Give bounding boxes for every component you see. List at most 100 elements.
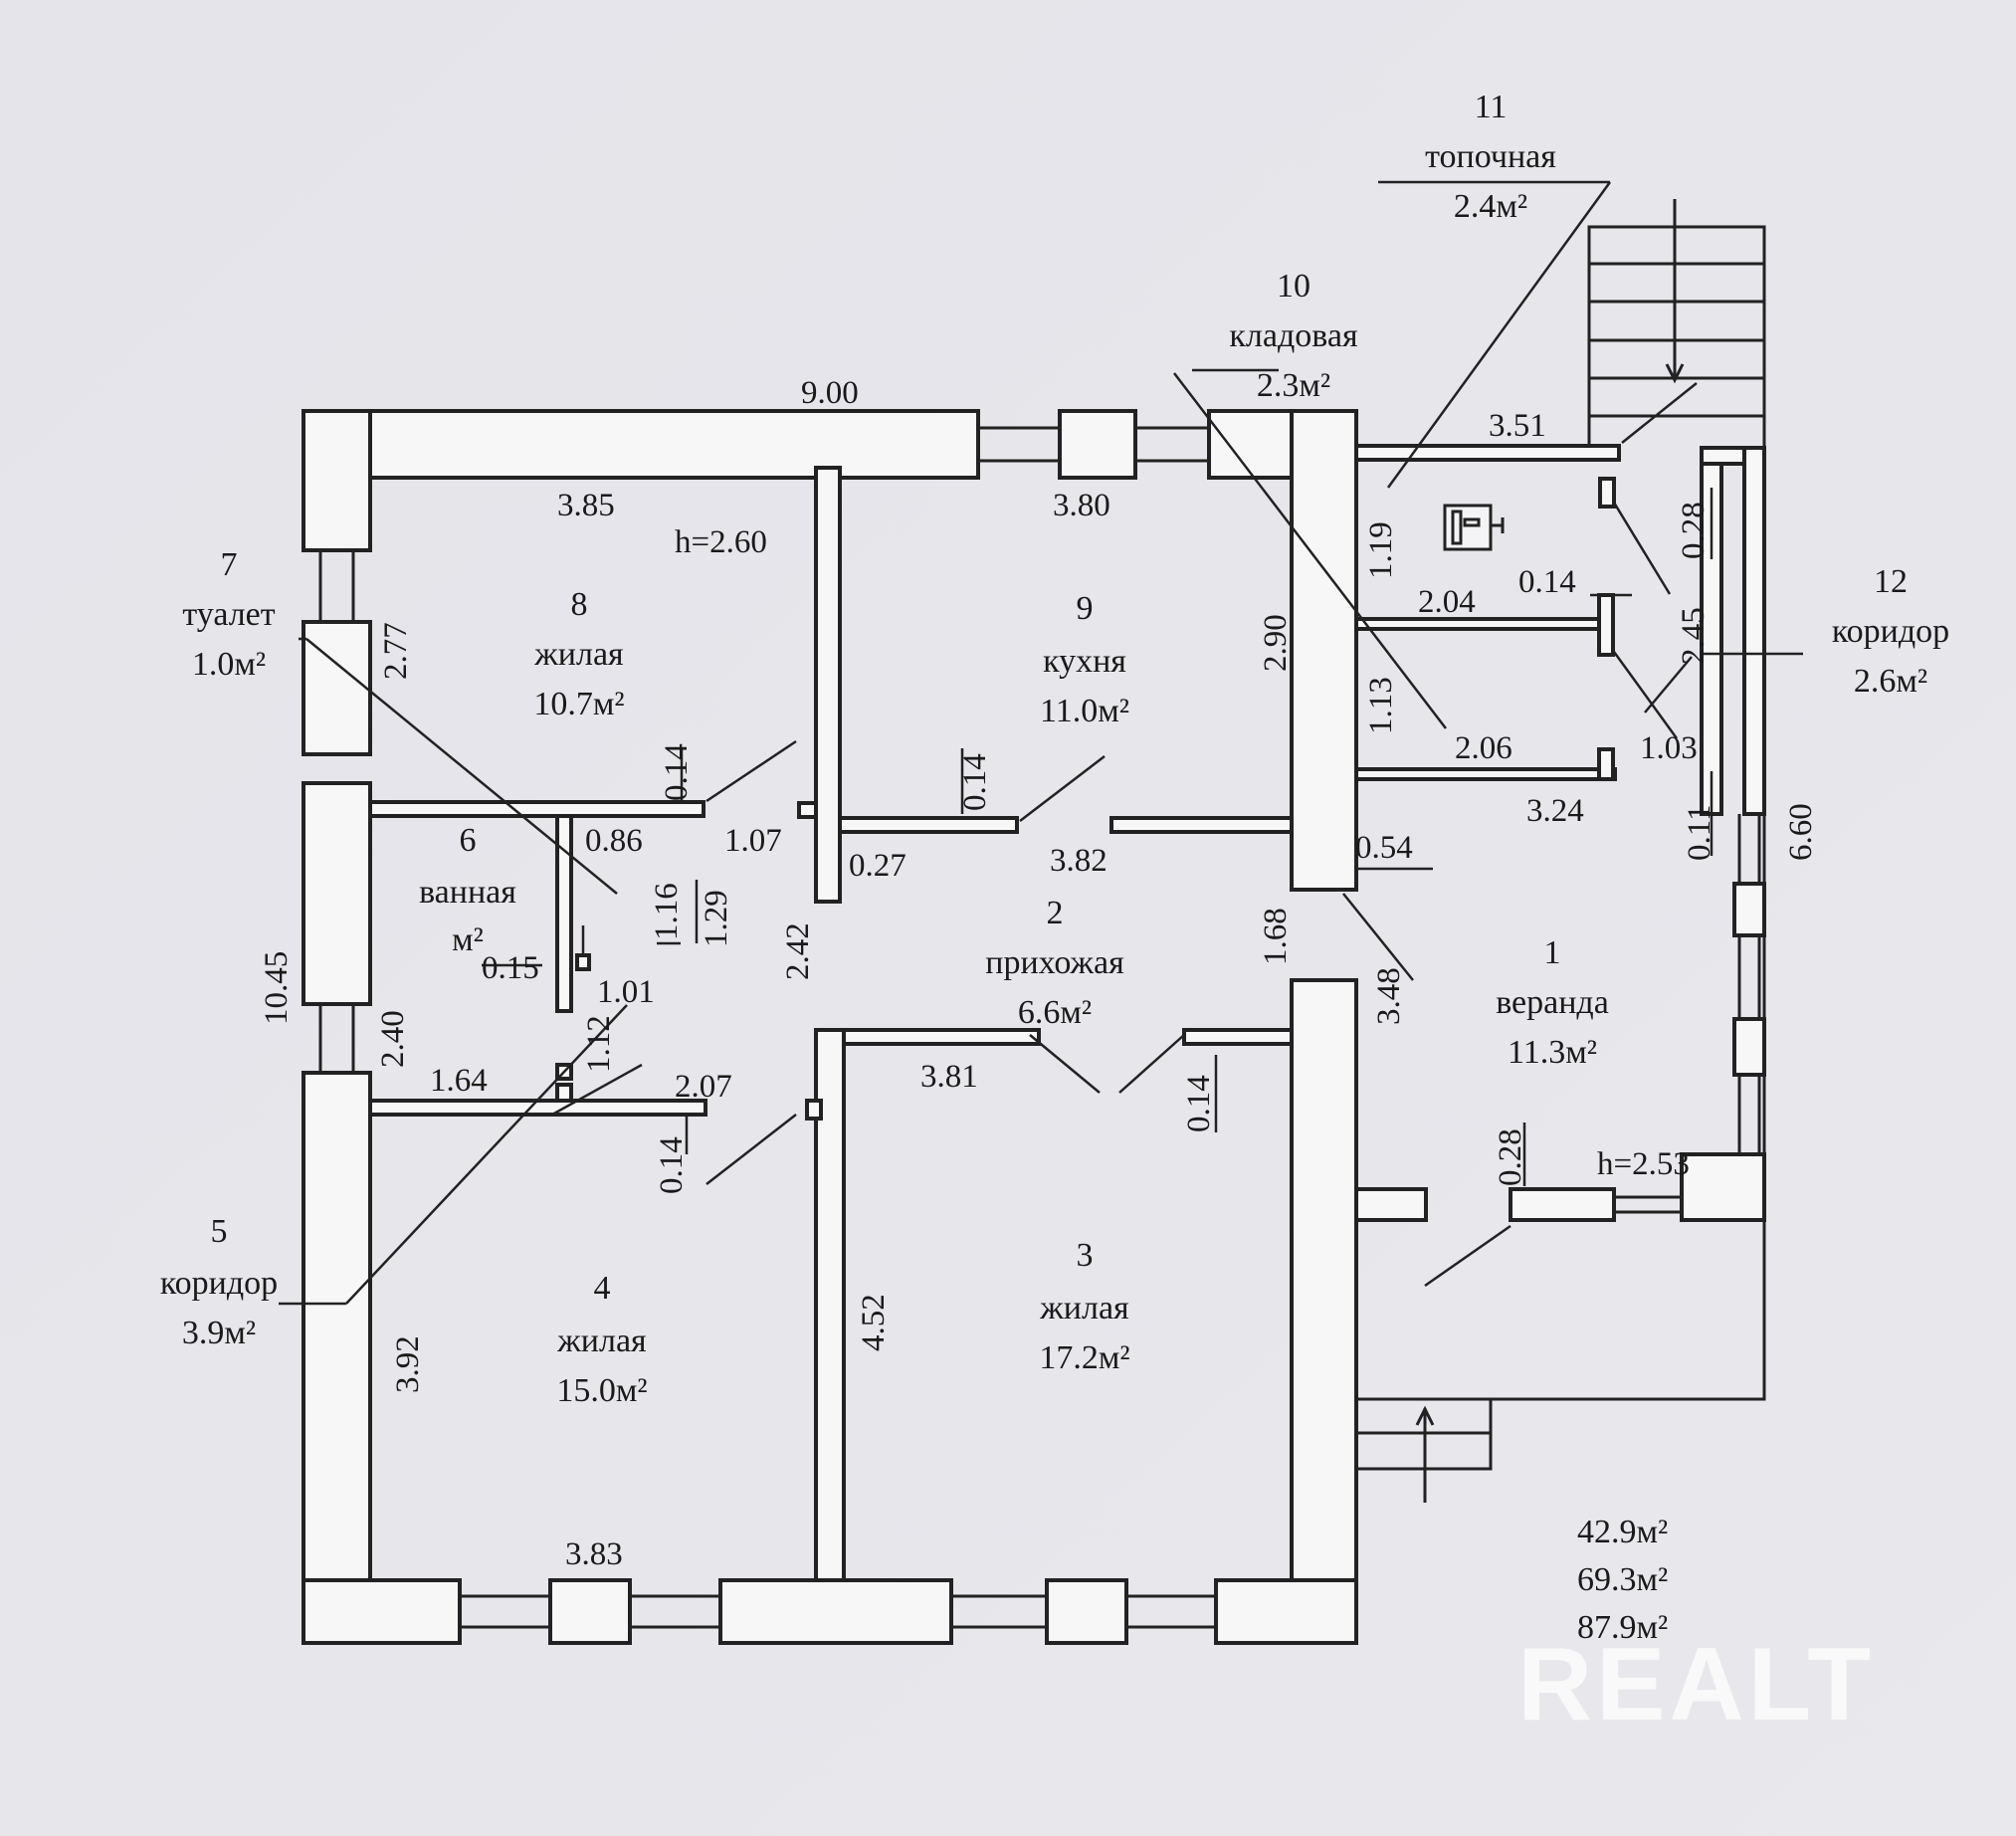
room-6-number: 6 (460, 822, 477, 859)
room-9-area: 11.0м² (1040, 693, 1129, 729)
partition-3b (1182, 1028, 1294, 1046)
room-3-area: 17.2м² (1039, 1339, 1129, 1376)
fixture-c (555, 1083, 573, 1103)
room-7-name: туалет (182, 596, 275, 633)
dim-2-45: 2.45 (1676, 607, 1712, 665)
dim-2-77: 2.77 (378, 622, 414, 680)
room-12-name: коридор (1832, 613, 1949, 650)
dim-3-83: 3.83 (565, 1536, 623, 1572)
room-1-area: 11.3м² (1508, 1034, 1597, 1071)
room-4: 4 жилая 15.0м² (556, 1270, 647, 1409)
room-3-number: 3 (1077, 1237, 1094, 1274)
dim-3-92: 3.92 (390, 1335, 426, 1393)
dim-1-01: 1.01 (597, 974, 655, 1010)
room-11-area: 2.4м² (1454, 188, 1527, 225)
dim-1-29: 1.29 (699, 890, 734, 947)
partition-3a (842, 1028, 1041, 1046)
dim-0-54: 0.54 (1355, 830, 1413, 866)
wall-left-bottom (302, 1071, 372, 1645)
room-1-name: веранда (1496, 984, 1609, 1021)
dim-2-42: 2.42 (780, 922, 816, 980)
room-3-name: жилая (1039, 1290, 1129, 1326)
dim-h-2-60: h=2.60 (675, 524, 767, 560)
room-labels: 1 веранда 11.3м² 2 прихожая 6.6м² 3 жила… (160, 89, 1949, 1409)
room-3: 3 жилая 17.2м² (1039, 1237, 1129, 1376)
dim-2-40: 2.40 (375, 1010, 411, 1068)
dim-1-13: 1.13 (1363, 677, 1399, 734)
wall-bottom-left (302, 1578, 462, 1645)
fixture-e (805, 1099, 823, 1121)
total-area-all: 87.9м² (1577, 1609, 1668, 1646)
room-2: 2 прихожая 6.6м² (985, 895, 1124, 1031)
partition-kitchen-b (1109, 816, 1294, 834)
room-4-area: 15.0м² (556, 1372, 647, 1409)
wall-bottom-pier2 (1045, 1578, 1128, 1645)
room-11-name: топочная (1425, 138, 1556, 175)
room-10-number: 10 (1277, 268, 1310, 305)
dim-0-28-b: 0.28 (1493, 1128, 1528, 1186)
room-7: 7 туалет 1.0м² (182, 546, 275, 683)
dim-0-15: 0.15 (482, 950, 539, 986)
dim-h-2-53: h=2.53 (1597, 1146, 1690, 1182)
total-area-general: 69.3м² (1577, 1561, 1668, 1598)
dim-0-28-a: 0.28 (1676, 502, 1712, 559)
wall-veranda-top (1354, 444, 1621, 462)
wall-veranda-right-top (1742, 446, 1766, 816)
dim-4-52: 4.52 (856, 1294, 892, 1351)
wall-pantry-top (1354, 617, 1604, 631)
stair-stub (1598, 477, 1616, 509)
veranda-pier-1 (1732, 882, 1766, 937)
dim-0-86: 0.86 (585, 823, 643, 859)
boiler-icon (1443, 504, 1505, 551)
dim-0-14-b: 0.14 (659, 743, 695, 801)
room-2-area: 6.6м² (1018, 994, 1092, 1031)
room-5-number: 5 (211, 1213, 228, 1250)
room-9: 9 кухня 11.0м² (1040, 590, 1129, 729)
room-9-number: 9 (1077, 590, 1094, 627)
dim-10-45: 10.45 (259, 951, 295, 1025)
veranda-bottom-pier (1509, 1187, 1616, 1222)
room-1: 1 веранда 11.3м² (1496, 934, 1609, 1071)
room-6-name: ванная (419, 874, 516, 911)
veranda-corner (1680, 1152, 1766, 1222)
windows (318, 426, 1761, 1629)
fixture-d (797, 801, 818, 819)
room-8-area: 10.7м² (533, 686, 624, 722)
room-7-area: 1.0м² (192, 646, 266, 683)
wall-bottom-mid (718, 1578, 953, 1645)
area-totals: 42.9м² 69.3м² 87.9м² (1577, 1514, 1668, 1646)
room-12-number: 12 (1874, 563, 1908, 600)
pantry-stub-1 (1597, 593, 1615, 657)
wall-bottom-pier1 (548, 1578, 632, 1645)
wall-right-lower (1290, 978, 1358, 1645)
dim-3-85: 3.85 (557, 488, 615, 523)
wall-bottom-right (1214, 1578, 1358, 1645)
dim-1-19: 1.19 (1363, 521, 1399, 579)
room-8-name: жилая (533, 636, 624, 673)
room-12: 12 коридор 2.6м² (1832, 563, 1949, 700)
wall-right-upper (1290, 409, 1358, 892)
dim-2-90: 2.90 (1258, 614, 1294, 672)
dim-1-68: 1.68 (1258, 908, 1294, 965)
dim-1-16: 1.16 (649, 883, 685, 940)
room-5-name: коридор (160, 1265, 278, 1302)
wall-left-top (302, 409, 372, 552)
dim-2-06: 2.06 (1455, 730, 1512, 766)
wall-left-pier-mid (302, 781, 372, 1006)
fixture-b (575, 953, 591, 971)
veranda-stub (1354, 1187, 1428, 1222)
room-11-number: 11 (1475, 89, 1508, 125)
partition-8-9 (814, 466, 842, 904)
dim-2-04: 2.04 (1418, 584, 1476, 620)
dim-3-24: 3.24 (1526, 793, 1584, 829)
wall-left-pier-top (302, 620, 372, 756)
dim-0-14-a: 0.14 (1518, 564, 1576, 600)
room-5-area: 3.9м² (182, 1315, 256, 1351)
room-8-number: 8 (571, 586, 588, 623)
dim-9-00: 9.00 (801, 375, 859, 411)
dim-1-64: 1.64 (430, 1063, 488, 1099)
room-5: 5 коридор 3.9м² (160, 1213, 278, 1351)
room-7-number: 7 (221, 546, 238, 583)
room-10-area: 2.3м² (1257, 367, 1330, 404)
